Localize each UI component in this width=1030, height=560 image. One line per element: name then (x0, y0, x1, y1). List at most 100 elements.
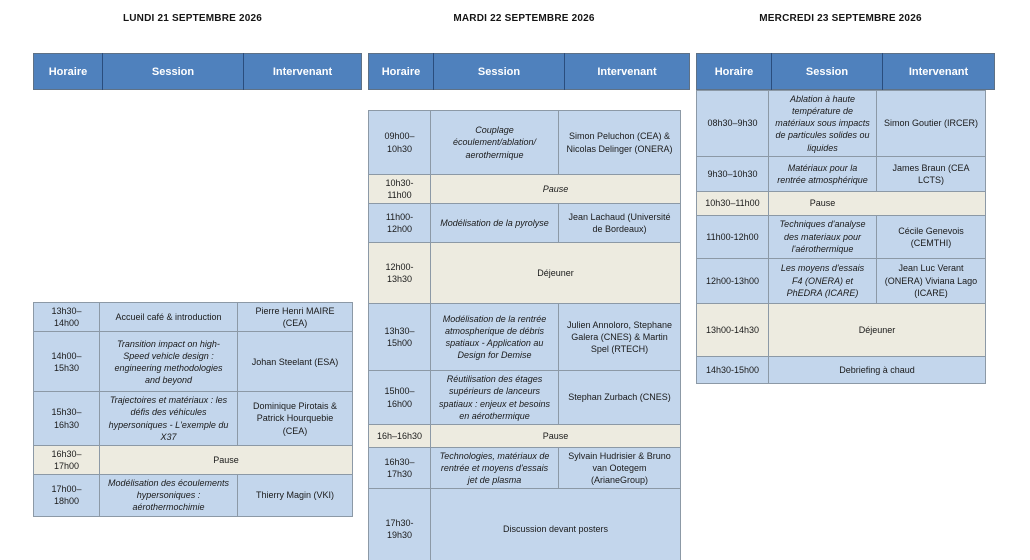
header-session: Session (102, 53, 244, 90)
break-label-cell: Pause (430, 173, 681, 205)
time-cell: 13h30–15h00 (368, 303, 431, 372)
time-cell: 12h00-13h00 (696, 257, 769, 304)
speaker-cell: Simon Peluchon (CEA) & Nicolas Delinger … (558, 110, 681, 175)
time-cell: 16h30–17h00 (33, 444, 100, 476)
header-session: Session (433, 53, 565, 90)
header-horaire: Horaire (33, 53, 103, 90)
speaker-cell: Thierry Magin (VKI) (237, 474, 353, 517)
time-cell: 17h00–18h00 (33, 474, 100, 517)
time-cell: 09h00–10h30 (368, 110, 431, 175)
session-cell: Modélisation de la rentrée atmospherique… (430, 303, 559, 372)
header-row: Horaire Session Intervenant (33, 53, 362, 90)
day-title-wednesday: MERCREDI 23 SEPTEMBRE 2026 (759, 13, 922, 24)
time-cell: 9h30–10h30 (696, 155, 769, 192)
speaker-cell: Pierre Henri MAIRE (CEA) (237, 301, 353, 333)
session-cell: Ablation à haute température de matériau… (768, 90, 877, 157)
day-title-monday: LUNDI 21 SEPTEMBRE 2026 (122, 13, 263, 24)
time-cell: 16h30–17h30 (368, 446, 431, 490)
time-cell: 10h30–11h00 (696, 190, 769, 216)
speaker-cell: Julien Annoloro, Stephane Galera (CNES) … (558, 303, 681, 372)
time-cell: 13h00-14h30 (696, 302, 769, 357)
header-row: Horaire Session Intervenant (368, 53, 690, 90)
break-label-cell: Pause (430, 423, 681, 448)
speaker-cell: Jean Lachaud (Université de Bordeaux) (558, 203, 681, 244)
speaker-cell: James Braun (CEA LCTS) (876, 155, 986, 192)
speaker-cell: Stephan Zurbach (CNES) (558, 370, 681, 425)
header-intervenant: Intervenant (564, 53, 690, 90)
break-label-cell: Pause (99, 444, 353, 476)
time-cell: 11h00-12h00 (696, 214, 769, 259)
time-cell: 15h00–16h00 (368, 370, 431, 425)
day-title-tuesday: MARDI 22 SEPTEMBRE 2026 (453, 13, 595, 24)
session-cell: Matériaux pour la rentrée atmosphérique (768, 155, 877, 192)
session-cell: Modélisation des écoulements hypersoniqu… (99, 474, 238, 517)
header-intervenant: Intervenant (243, 53, 362, 90)
time-cell: 13h30–14h00 (33, 301, 100, 333)
speaker-cell: Simon Goutier (IRCER) (876, 90, 986, 157)
session-cell: Techniques d'analyse des materiaux pour … (768, 214, 877, 259)
day-column-tuesday: MARDI 22 SEPTEMBRE 2026 Horaire Session … (368, 0, 690, 560)
session-cell: Modélisation de la pyrolyse (430, 203, 559, 244)
merged-session-cell: Debriefing à chaud (768, 355, 986, 384)
day-column-monday: LUNDI 21 SEPTEMBRE 2026 Horaire Session … (33, 0, 362, 560)
day-column-wednesday: MERCREDI 23 SEPTEMBRE 2026 Horaire Sessi… (696, 0, 995, 560)
time-cell: 11h00-12h00 (368, 203, 431, 244)
time-cell: 12h00-13h30 (368, 242, 431, 305)
header-horaire: Horaire (696, 53, 772, 90)
speaker-cell: Jean Luc Verant (ONERA) Viviana Lago (IC… (876, 257, 986, 304)
header-horaire: Horaire (368, 53, 434, 90)
time-cell: 16h–16h30 (368, 423, 431, 448)
session-cell: Réutilisation des étages supérieurs de l… (430, 370, 559, 425)
header-intervenant: Intervenant (882, 53, 995, 90)
time-cell: 10h30-11h00 (368, 173, 431, 205)
schedule-header-monday: Horaire Session Intervenant (33, 53, 362, 90)
header-row: Horaire Session Intervenant (696, 53, 995, 90)
schedule-header-wednesday: Horaire Session Intervenant (696, 53, 995, 90)
header-session: Session (771, 53, 883, 90)
speaker-cell: Johan Steelant (ESA) (237, 331, 353, 393)
speaker-cell: Sylvain Hudrisier & Bruno van Ootegem (A… (558, 446, 681, 490)
break-label-cell: Déjeuner (768, 302, 986, 357)
break-label-cell: Pause (768, 190, 986, 216)
time-cell: 15h30–16h30 (33, 391, 100, 446)
session-cell: Les moyens d'essais F4 (ONERA) et PhEDRA… (768, 257, 877, 304)
session-cell: Technologies, matériaux de rentrée et mo… (430, 446, 559, 490)
session-cell: Trajectoires et matériaux : les défis de… (99, 391, 238, 446)
merged-session-cell: Discussion devant posters (430, 488, 681, 560)
time-cell: 17h30-19h30 (368, 488, 431, 560)
break-label-cell: Déjeuner (430, 242, 681, 305)
speaker-cell: Dominique Pirotais & Patrick Hourquebie … (237, 391, 353, 446)
session-cell: Couplage écoulement/ablation/ aerothermi… (430, 110, 559, 175)
session-cell: Transition impact on high-Speed vehicle … (99, 331, 238, 393)
time-cell: 14h00–15h30 (33, 331, 100, 393)
schedule-header-tuesday: Horaire Session Intervenant (368, 53, 690, 90)
time-cell: 14h30-15h00 (696, 355, 769, 384)
speaker-cell: Cécile Genevois (CEMTHI) (876, 214, 986, 259)
time-cell: 08h30–9h30 (696, 90, 769, 157)
